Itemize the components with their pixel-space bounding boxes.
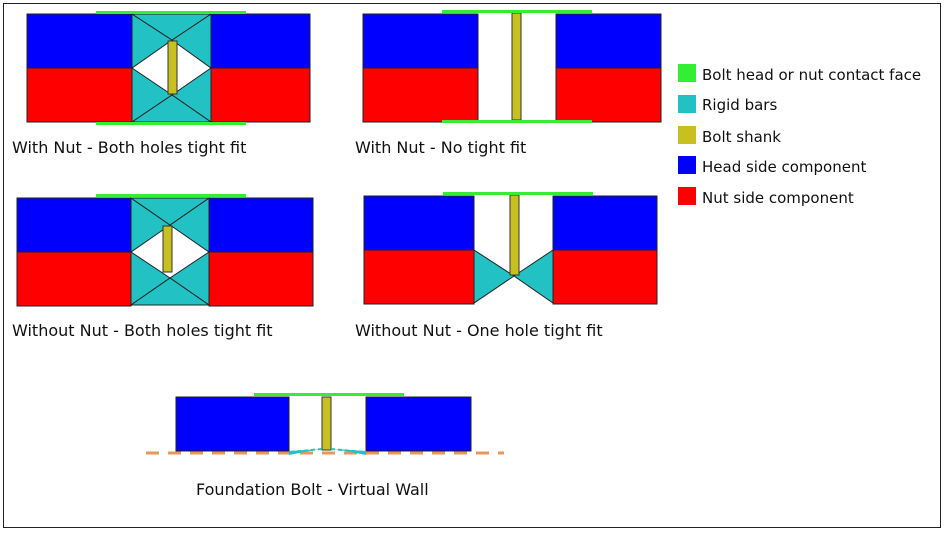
panel-without-nut-one-tight: Without Nut - One hole tight fit	[355, 192, 658, 340]
rigid-bar	[129, 277, 211, 306]
head-side-component-left	[26, 13, 133, 69]
panel-foundation-bolt: Foundation Bolt - Virtual Wall	[146, 393, 504, 499]
nut-side-component-left	[16, 251, 132, 307]
legend-label-bolt-shank: Bolt shank	[702, 128, 781, 146]
panel-with-nut-both-tight: With Nut - Both holes tight fit	[12, 11, 311, 157]
rigid-bar	[473, 249, 515, 304]
head-side-component-right	[365, 396, 472, 452]
head-side-component-left	[16, 197, 132, 253]
rigid-bar	[334, 449, 366, 455]
contact-face-top	[96, 194, 246, 197]
contact-face-top	[443, 192, 593, 195]
caption-with-nut-no-tight: With Nut - No tight fit	[355, 138, 526, 157]
legend-label-rigid-bars: Rigid bars	[702, 96, 777, 114]
legend-label-nut-side: Nut side component	[702, 189, 854, 207]
bolt-shank	[509, 194, 520, 276]
rigid-bar	[129, 197, 211, 226]
caption-with-nut-both-tight: With Nut - Both holes tight fit	[12, 138, 246, 157]
contact-face-top	[254, 393, 404, 396]
contact-face-bottom	[96, 122, 246, 125]
head-side-component-left	[362, 13, 479, 69]
head-side-component-right	[208, 197, 314, 253]
legend-label-contact-face: Bolt head or nut contact face	[702, 66, 921, 84]
rigid-bar-link	[330, 448, 366, 453]
contact-face-top	[96, 11, 246, 14]
head-side-component-right	[552, 195, 658, 251]
nut-side-component-left	[362, 67, 479, 123]
contact-face-bottom	[442, 120, 592, 123]
panel-without-nut-both-tight: Without Nut - Both holes tight fit	[12, 194, 314, 340]
bolt-shank	[321, 396, 332, 451]
legend: Bolt head or nut contact face Rigid bars…	[678, 64, 921, 207]
bolt-shank	[162, 225, 173, 273]
caption-foundation-bolt: Foundation Bolt - Virtual Wall	[196, 480, 429, 499]
legend-label-head-side: Head side component	[702, 158, 866, 176]
nut-side-component-right	[552, 249, 658, 305]
contact-face-top	[442, 10, 592, 13]
head-side-component-right	[555, 13, 662, 69]
nut-side-component-right	[208, 251, 314, 307]
nut-side-component-left	[26, 67, 133, 123]
nut-side-component-right	[555, 67, 662, 123]
caption-without-nut-both-tight: Without Nut - Both holes tight fit	[12, 321, 273, 340]
caption-without-nut-one-tight: Without Nut - One hole tight fit	[355, 321, 603, 340]
bolt-shank	[167, 40, 178, 95]
legend-swatch-head-side	[678, 156, 696, 174]
legend-swatch-bolt-shank	[678, 126, 696, 144]
rigid-bar-link	[289, 448, 323, 453]
head-side-component-right	[210, 13, 311, 69]
legend-swatch-contact-face	[678, 64, 696, 82]
bolt-shank	[511, 12, 522, 121]
diagram-frame	[3, 3, 941, 528]
panel-with-nut-no-tight: With Nut - No tight fit	[355, 10, 662, 157]
legend-swatch-nut-side	[678, 187, 696, 205]
nut-side-component-right	[210, 67, 311, 123]
rigid-bar	[513, 249, 554, 304]
head-side-component-left	[175, 396, 290, 452]
legend-swatch-rigid-bars	[678, 95, 696, 113]
head-side-component-left	[363, 195, 475, 251]
nut-side-component-left	[363, 249, 475, 305]
